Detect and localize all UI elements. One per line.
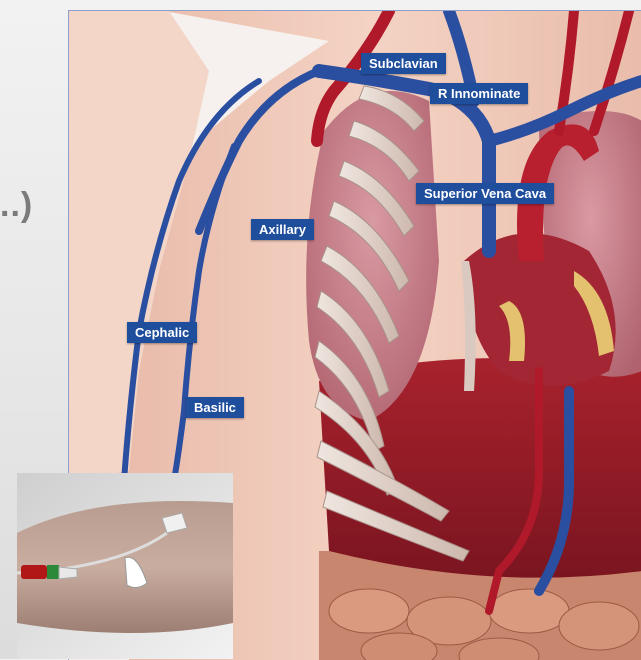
hub xyxy=(59,567,77,579)
label-subclavian: Subclavian xyxy=(361,53,446,74)
red-cap xyxy=(21,565,47,579)
label-cephalic: Cephalic xyxy=(127,322,197,343)
catheter-photo xyxy=(17,473,233,659)
label-superior-vena-cava: Superior Vena Cava xyxy=(416,183,554,204)
label-r-innominate: R Innominate xyxy=(430,83,528,104)
catheter-photo-inset xyxy=(17,473,233,659)
partial-heading-text: ..) xyxy=(0,186,33,225)
label-axillary: Axillary xyxy=(251,219,314,240)
label-basilic: Basilic xyxy=(186,397,244,418)
green-connector xyxy=(47,565,59,579)
